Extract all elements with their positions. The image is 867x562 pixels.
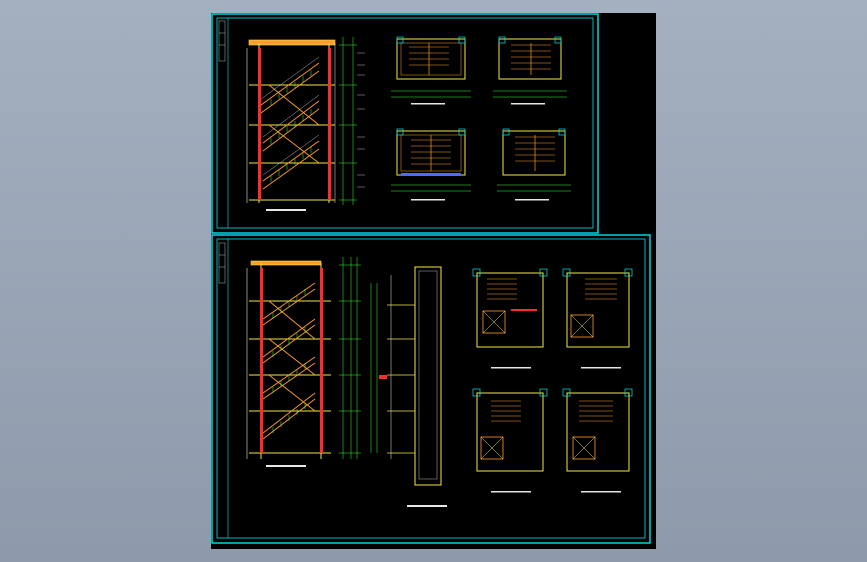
sheet-bottom-title-block [218, 242, 226, 284]
plans-bottom[interactable] [472, 268, 633, 493]
cad-drawing [211, 13, 651, 544]
sheet-bottom[interactable] [211, 234, 651, 544]
plan-view[interactable] [472, 388, 548, 493]
plan-view[interactable] [391, 128, 471, 201]
level-ticks [357, 52, 365, 188]
red-columns [258, 48, 331, 200]
stair-section-top[interactable] [246, 37, 365, 211]
stair-section-bottom[interactable] [246, 257, 361, 467]
level-dimension-lines [339, 37, 357, 205]
floor-slabs [249, 84, 335, 201]
sheet-top-inner-border [216, 17, 594, 229]
plan-view[interactable] [493, 36, 567, 105]
roof-slab [248, 39, 336, 46]
plan-view[interactable] [562, 268, 633, 369]
handrails [260, 56, 320, 176]
sheet-top-title-block [218, 20, 226, 62]
sheet-bottom-outer-border [211, 234, 651, 544]
stair-flights [260, 62, 320, 190]
elevator-shaft-section[interactable] [370, 266, 447, 507]
drawing-canvas[interactable] [211, 13, 656, 549]
sheet-top-outer-border [211, 13, 599, 234]
plan-view[interactable] [497, 128, 571, 201]
sheet-bottom-inner-border [216, 238, 646, 539]
section-title-underline [266, 209, 306, 211]
plan-view[interactable] [472, 268, 548, 369]
plan-view[interactable] [562, 388, 633, 493]
plan-view[interactable] [391, 36, 471, 105]
stair-treads [270, 70, 312, 182]
plans-top[interactable] [391, 36, 571, 201]
sheet-top[interactable] [211, 13, 599, 234]
